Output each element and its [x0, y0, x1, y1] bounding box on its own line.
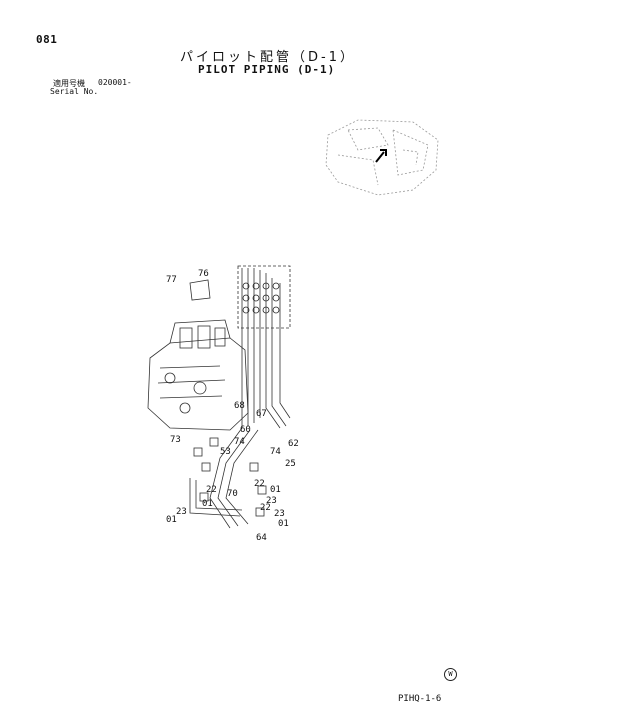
pilot-piping-exploded-drawing: 77 76 68 67 60 74 73 53 62 74 25 70 22 2… [147, 265, 299, 543]
machine-locator-sketch [325, 119, 439, 196]
page-number: 081 [36, 33, 58, 46]
callout-label: 23 [266, 496, 277, 506]
callout-labels: 77 76 68 67 60 74 73 53 62 74 25 70 22 2… [166, 269, 299, 543]
serial-label-english: Serial No. [50, 87, 99, 96]
revision-mark-icon: W [444, 668, 457, 681]
serial-number-value: 020001- [98, 78, 132, 87]
callout-label: 53 [220, 447, 231, 457]
callout-label: 67 [256, 409, 267, 419]
callout-label: 22 [206, 485, 217, 495]
callout-label: 74 [234, 437, 245, 447]
callout-label: 01 [166, 515, 177, 525]
callout-label: 01 [270, 485, 281, 495]
callout-label: 70 [227, 489, 238, 499]
callout-label: 62 [288, 439, 299, 449]
callout-label: 23 [274, 509, 285, 519]
callout-label: 77 [166, 275, 177, 285]
callout-label: 76 [198, 269, 209, 279]
callout-label: 64 [256, 533, 267, 543]
callout-label: 73 [170, 435, 181, 445]
serial-label-japanese: 適用号機 [53, 79, 85, 88]
callout-label: 22 [254, 479, 265, 489]
callout-label: 22 [260, 503, 271, 513]
callout-label: 01 [278, 519, 289, 529]
callout-label: 60 [240, 425, 251, 435]
callout-label: 01 [202, 499, 213, 509]
callout-label: 74 [270, 447, 281, 457]
callout-label: 68 [234, 401, 245, 411]
page-code: PIHQ-1-6 [398, 694, 442, 704]
page-title-english: PILOT PIPING (D-1) [198, 63, 336, 76]
callout-label: 23 [176, 507, 187, 517]
callout-label: 25 [285, 459, 296, 469]
page-title-japanese: パイロット配管（D-1） [180, 50, 356, 65]
